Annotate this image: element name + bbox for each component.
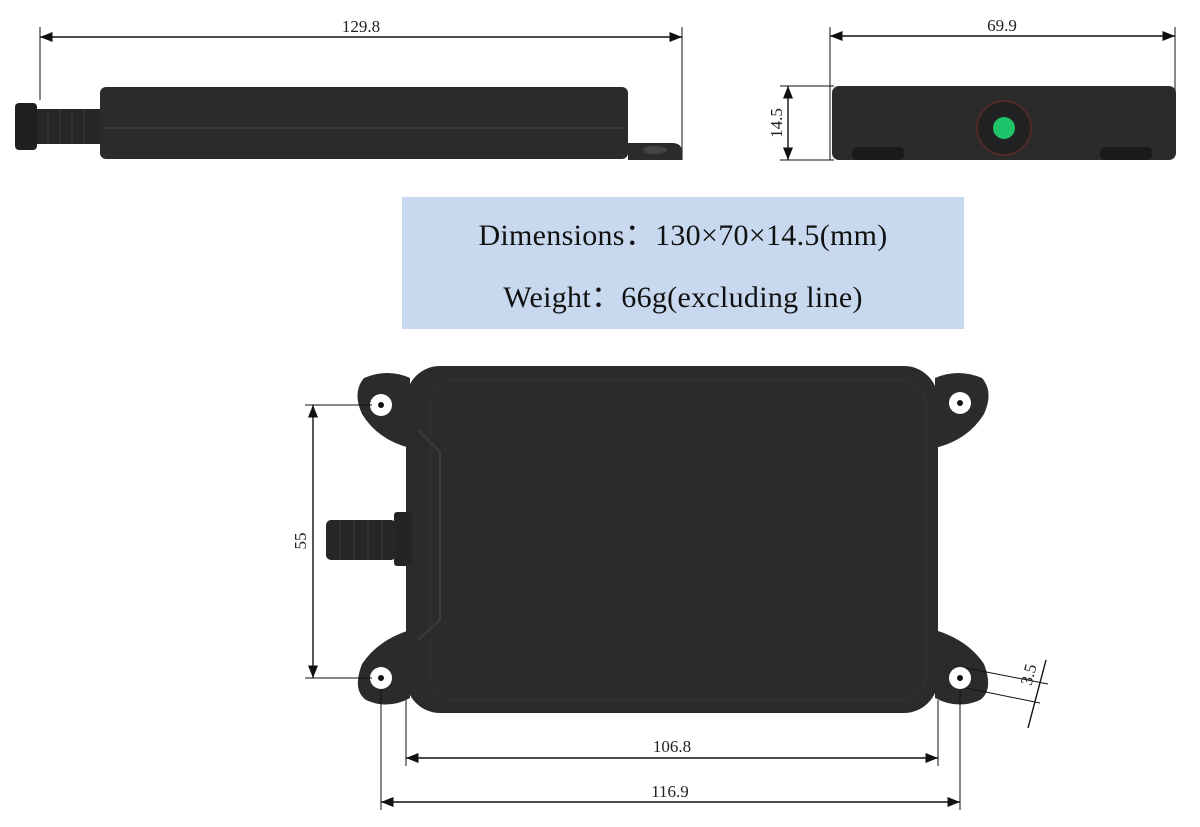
top-view-body bbox=[406, 366, 938, 713]
mounting-hole-icon bbox=[370, 394, 392, 416]
body-width-label: 106.8 bbox=[653, 737, 691, 756]
mounting-hole-icon bbox=[370, 667, 392, 689]
top-view: 55 106.8 116.9 3.5 bbox=[291, 366, 1049, 810]
side-view-body bbox=[100, 87, 628, 159]
end-height-label: 14.5 bbox=[767, 108, 786, 138]
cable-connector bbox=[326, 512, 412, 566]
mounting-hole-icon bbox=[949, 667, 971, 689]
side-view: 129.8 bbox=[15, 17, 683, 160]
side-length-label: 129.8 bbox=[342, 17, 380, 36]
dimensions-spec: Dimensions：130×70×14.5(mm) bbox=[478, 219, 888, 252]
weight-spec: Weight：66g(excluding line) bbox=[503, 281, 863, 314]
hole-spacing-vertical-label: 55 bbox=[291, 533, 310, 550]
cable-connector bbox=[15, 103, 100, 150]
mounting-hole-icon bbox=[949, 392, 971, 414]
specs-info-box: Dimensions：130×70×14.5(mm) Weight：66g(ex… bbox=[402, 197, 964, 329]
hole-diameter-label: 3.5 bbox=[1017, 662, 1041, 687]
hole-spacing-horizontal-label: 116.9 bbox=[651, 782, 689, 801]
end-view: 69.9 14.5 bbox=[767, 16, 1176, 161]
status-led-icon bbox=[993, 117, 1015, 139]
hole-diameter-leader bbox=[1027, 659, 1047, 729]
end-width-label: 69.9 bbox=[987, 16, 1017, 35]
